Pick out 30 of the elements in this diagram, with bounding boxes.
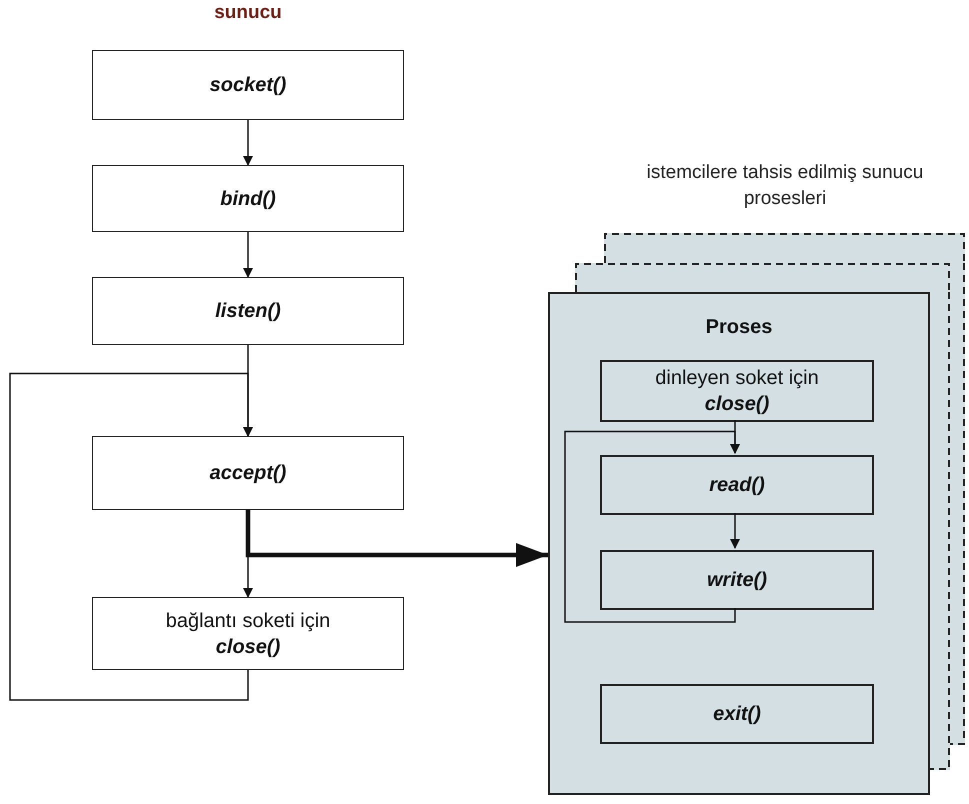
process-box: [600, 455, 874, 515]
process-box: [92, 436, 404, 510]
process-box: [600, 360, 874, 422]
annotation-text: istemcilere tahsis edilmiş sunucu prosesleri: [646, 161, 924, 211]
process-box: [600, 684, 874, 744]
arrow: [9, 372, 253, 701]
function-label: accept(): [210, 461, 286, 486]
function-label: bind(): [220, 186, 276, 212]
process-panel: [548, 292, 930, 795]
function-label: exit(): [713, 702, 761, 727]
process-box: [92, 277, 404, 345]
arrow: [730, 513, 740, 549]
process-box: [92, 165, 404, 232]
panel-heading: Proses: [706, 315, 772, 340]
function-label: close(): [216, 634, 280, 660]
description-text: dinleyen soket için: [655, 366, 819, 391]
arrow: [243, 232, 253, 278]
diagram-title: sunucu: [213, 2, 283, 24]
function-label: socket(): [210, 73, 286, 98]
description-text: bağlantı soketi için: [166, 608, 330, 634]
function-label: listen(): [215, 299, 281, 324]
arrow: [243, 120, 253, 166]
process-box: [600, 550, 874, 610]
function-label: read(): [709, 473, 765, 498]
arrow: [564, 430, 740, 623]
process-box: [92, 597, 404, 670]
function-label: write(): [707, 568, 767, 593]
process-box: [92, 50, 404, 120]
thick-arrow: [246, 510, 548, 567]
function-label: close(): [704, 392, 770, 417]
